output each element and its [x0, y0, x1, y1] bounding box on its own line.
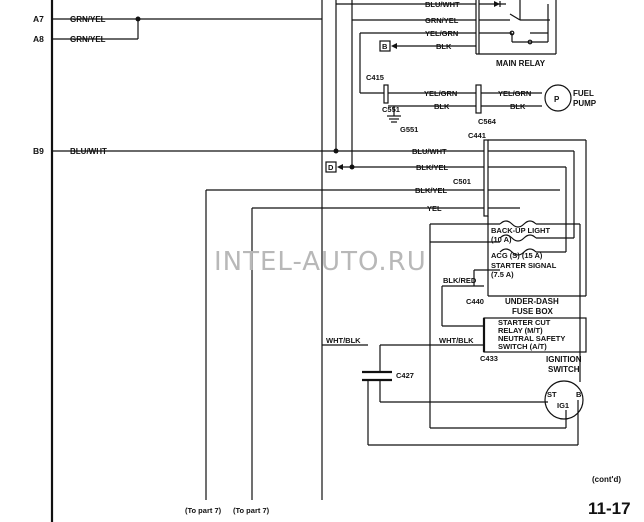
starter-cut-label-3: NEUTRAL SAFETY: [498, 334, 565, 343]
wire-label-yel-grn-c415: YEL/GRN: [424, 89, 457, 98]
starter-cut-label-2: RELAY (M/T): [498, 326, 543, 335]
fuel-pump-label-2: PUMP: [573, 99, 597, 108]
wire-label-wht-blk-left: WHT/BLK: [326, 336, 361, 345]
main-relay: [336, 0, 557, 55]
connector-c564: [475, 84, 482, 114]
fuel-pump-label-1: FUEL: [573, 89, 594, 98]
fuse-starter-label-1: STARTER SIGNAL: [491, 261, 557, 270]
wire-label-blk-yel: BLK/YEL: [416, 163, 449, 172]
ignition-switch-icon: [544, 380, 584, 420]
connector-c440-label: C440: [466, 297, 484, 306]
ground-g551-label: G551: [400, 125, 418, 134]
to-part-7-right: (To part 7): [233, 506, 270, 515]
pin-b9: B9: [33, 146, 44, 156]
connector-c427: [362, 370, 392, 382]
connector-c415: [383, 84, 389, 104]
wire-label-blk-yel-c501: BLK/YEL: [415, 186, 448, 195]
under-dash-fuse-box: [430, 139, 587, 297]
wire-label-a8: GRN/YEL: [70, 35, 106, 44]
ground-ref-d: [325, 161, 343, 173]
fuse-acg-label: ACG (S) (15 A): [491, 251, 543, 260]
connector-c427-label: C427: [396, 371, 414, 380]
wire-label-relay-grn-yel: GRN/YEL: [425, 16, 459, 25]
connector-c415-label: C415: [366, 73, 384, 82]
ground-symbol-g551: [387, 115, 401, 123]
pin-a7: A7: [33, 14, 44, 24]
wire-label-blk-c551: BLK: [434, 102, 450, 111]
watermark-text: INTEL-AUTO.RU: [214, 247, 427, 277]
ground-ref-d-label: D: [328, 163, 334, 172]
connector-c551-label: C551: [382, 105, 400, 114]
fuse-starter-label-2: (7.5 A): [491, 270, 514, 279]
ground-ref-b: [379, 40, 400, 52]
wire-label-yel: YEL: [427, 204, 442, 213]
wire-label-relay-blk: BLK: [436, 42, 452, 51]
starter-cut-relay-box: [482, 317, 587, 353]
to-part-7-left: (To part 7): [185, 506, 222, 515]
main-relay-label: MAIN RELAY: [496, 59, 546, 68]
connector-c441-label: C441: [468, 131, 486, 140]
wire-label-blk-c564: BLK: [510, 102, 526, 111]
wire-label-relay-yel-grn: YEL/GRN: [425, 29, 458, 38]
connector-c433-label: C433: [480, 354, 498, 363]
ignition-st-label: ST: [547, 390, 557, 399]
fuse-box-label-2: FUSE BOX: [512, 307, 554, 316]
wire-label-yel-grn-c564: YEL/GRN: [498, 89, 531, 98]
wire-grn-yel: [52, 16, 322, 40]
fuse-backup-label-2: (10 A): [491, 235, 512, 244]
wire-label-wht-blk-right: WHT/BLK: [439, 336, 474, 345]
wire-label-blk-red: BLK/RED: [443, 276, 477, 285]
continued-note: (cont'd): [592, 475, 621, 484]
ignition-switch-label-2: SWITCH: [548, 365, 580, 374]
connector-c564-label: C564: [478, 117, 497, 126]
connector-c441: [483, 139, 489, 217]
ground-ref-b-label: B: [382, 42, 388, 51]
ignition-ig1-label: IG1: [557, 401, 569, 410]
starter-cut-label-1: STARTER CUT: [498, 318, 551, 327]
page-number: 11-17: [588, 499, 631, 518]
starter-cut-label-4: SWITCH (A/T): [498, 342, 547, 351]
fuel-pump-icon: [544, 84, 572, 112]
wire-label-b9: BLU/WHT: [70, 147, 107, 156]
fuel-pump-symbol: P: [554, 95, 560, 104]
ignition-switch-label-1: IGNITION: [546, 355, 582, 364]
connector-c501-label: C501: [453, 177, 471, 186]
wire-label-blu-wht-c441: BLU/WHT: [412, 147, 447, 156]
fuse-box-label-1: UNDER-DASH: [505, 297, 559, 306]
ignition-b-label: B: [576, 390, 582, 399]
wire-label-relay-blu-wht: BLU/WHT: [425, 0, 460, 9]
pin-a8: A8: [33, 34, 44, 44]
wire-trunks: [321, 0, 355, 345]
fuse-backup-label-1: BACK-UP LIGHT: [491, 226, 550, 235]
wire-label-a7: GRN/YEL: [70, 15, 106, 24]
